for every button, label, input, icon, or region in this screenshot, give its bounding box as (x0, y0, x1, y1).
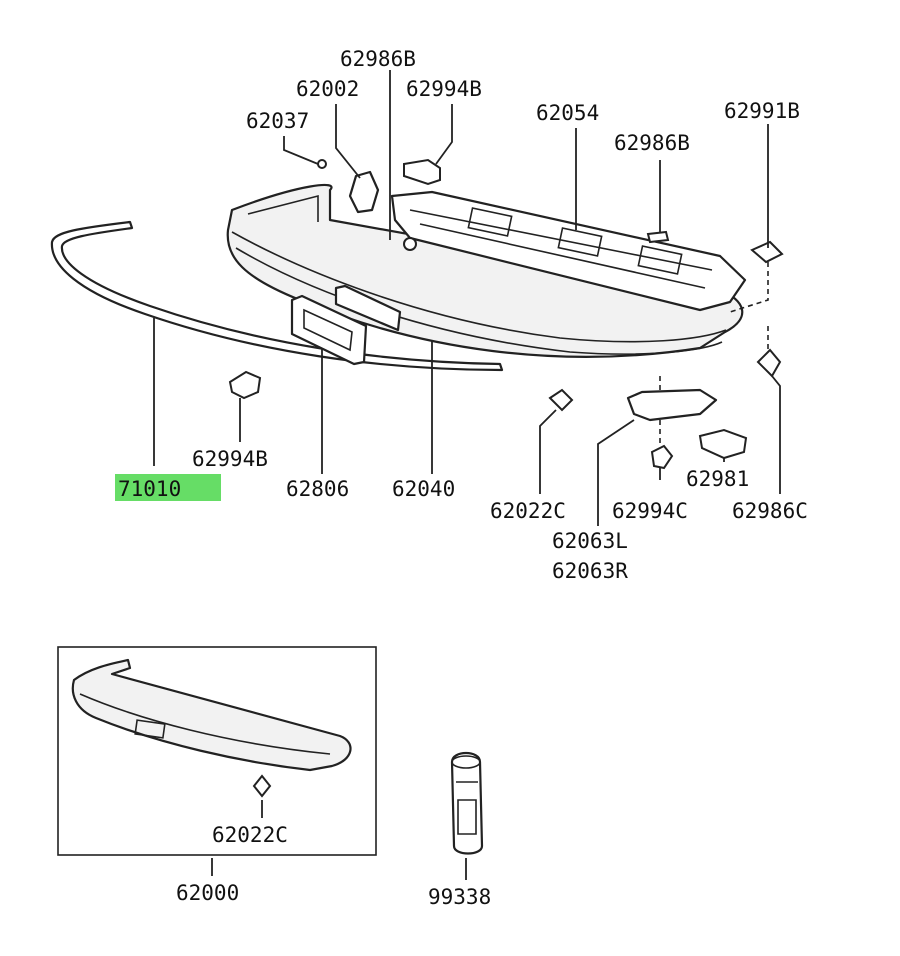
bolt-62986b-top[interactable] (403, 237, 417, 251)
label-62002: 62002 (296, 77, 359, 101)
label-62991b: 62991B (724, 99, 800, 123)
label-62806: 62806 (286, 477, 349, 501)
stay-plate[interactable] (334, 284, 402, 332)
label-62994b-left: 62994B (192, 447, 268, 471)
bracket-62002[interactable] (348, 170, 380, 214)
clip-62986b-mid[interactable] (646, 230, 670, 244)
bolt-62994b-left[interactable] (228, 370, 262, 400)
label-71010: 71010 (118, 477, 181, 501)
leader-lines (153, 70, 781, 526)
label-62994b-top: 62994B (406, 77, 482, 101)
label-62063l: 62063L (552, 529, 628, 553)
clip-62022c-inset[interactable] (252, 774, 272, 798)
label-62986c: 62986C (732, 499, 808, 523)
label-62994c: 62994C (612, 499, 688, 523)
label-62022c-inset: 62022C (212, 823, 288, 847)
touch-up-paint-99338[interactable] (450, 751, 484, 855)
clip-62022c[interactable] (548, 388, 574, 412)
side-bracket-62063[interactable] (626, 388, 718, 422)
inset-frame (57, 646, 377, 856)
label-99338: 99338 (428, 885, 491, 909)
part-highlight (115, 474, 221, 501)
label-62986b-top: 62986B (340, 47, 416, 71)
label-62986b-mid: 62986B (614, 131, 690, 155)
label-62037: 62037 (246, 109, 309, 133)
bumper-reinforcement-62054[interactable] (390, 190, 747, 312)
bumper-assembly-62000[interactable] (71, 658, 352, 772)
clip-62986c[interactable] (756, 348, 782, 378)
bolt-62994c[interactable] (650, 444, 674, 470)
label-62054: 62054 (536, 101, 599, 125)
label-62022c: 62022C (490, 499, 566, 523)
label-62981: 62981 (686, 467, 749, 491)
bolt-62994b-top[interactable] (403, 158, 441, 186)
label-62040: 62040 (392, 477, 455, 501)
bolt-62981[interactable] (698, 428, 748, 460)
label-62000: 62000 (176, 881, 239, 905)
label-62063r: 62063R (552, 559, 628, 583)
plate-bracket-62806[interactable] (290, 294, 368, 366)
clip-62037[interactable] (317, 159, 327, 169)
part-labels: 62986B 62002 62994B 62037 62054 62991B 6… (118, 47, 808, 909)
nut-62991b[interactable] (750, 240, 784, 264)
bumper-bar-62040[interactable] (226, 183, 744, 358)
